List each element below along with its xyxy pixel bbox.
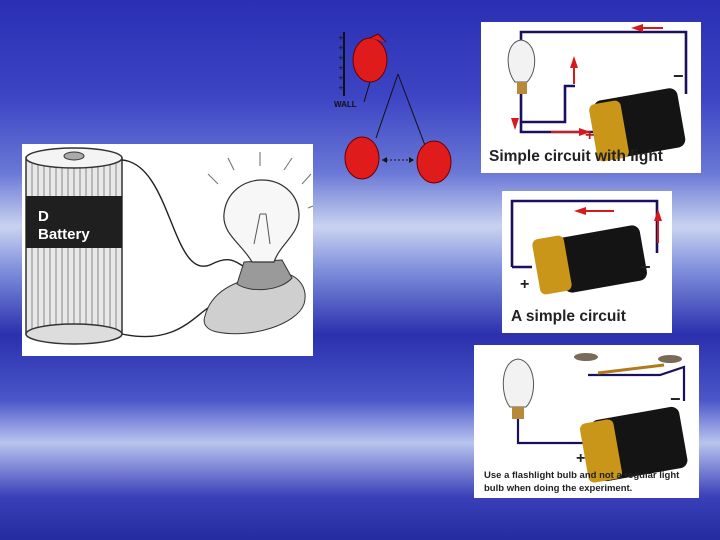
svg-text:+: + [338,64,344,72]
svg-text:+: + [338,74,344,82]
minus-sign: − [673,66,684,86]
battery-icon [557,225,647,293]
balloon-on-wall [352,37,388,83]
thumbtack-icon-2 [658,355,682,363]
paperclip-switch [597,363,665,375]
balloon-wall-illustration: + + + + + + WALL [334,30,458,188]
bulb-icon [502,358,535,408]
minus-sign: − [640,257,651,277]
balloon-left [344,136,380,180]
circuit-panel-simple: − + A simple circuit [502,191,672,333]
circuit3-diagram: − + [502,353,688,483]
d-battery-label-band [26,196,122,248]
circuit2-diagram: − + [510,199,662,295]
d-battery-label: D Battery [38,208,110,244]
circuit1-caption: Simple circuit with light [489,148,663,165]
plus-sign: + [576,450,585,467]
d-battery-label-line2: Battery [38,226,90,243]
svg-text:+: + [338,54,344,62]
plus-sign: + [520,276,529,293]
svg-text:+: + [338,84,344,92]
circuit1-diagram: − + [507,24,688,162]
plus-sign: + [585,127,594,144]
circuit3-caption: Use a flashlight bulb and not a regular … [484,470,680,494]
circuit-panel-with-light: − + Simple circuit with light [481,22,701,173]
circuit-panel-flashlight-note: − + Use a flashlight bulb and not a regu… [474,345,699,498]
thumbtack-icon [574,353,598,361]
svg-text:+: + [338,34,344,42]
svg-text:+: + [338,44,344,52]
circuit2-caption: A simple circuit [511,308,626,325]
battery-bulb-illustration: D Battery [22,144,313,356]
d-battery-label-line1: D [38,208,49,225]
balloon-right [416,140,452,184]
minus-sign: − [670,389,681,409]
light-bulb [223,179,300,263]
battery-bulb-drawing [25,147,313,345]
balloon-drawing: + + + + + + [338,32,452,184]
bulb-icon [507,39,536,83]
wall-label: WALL [334,100,357,109]
